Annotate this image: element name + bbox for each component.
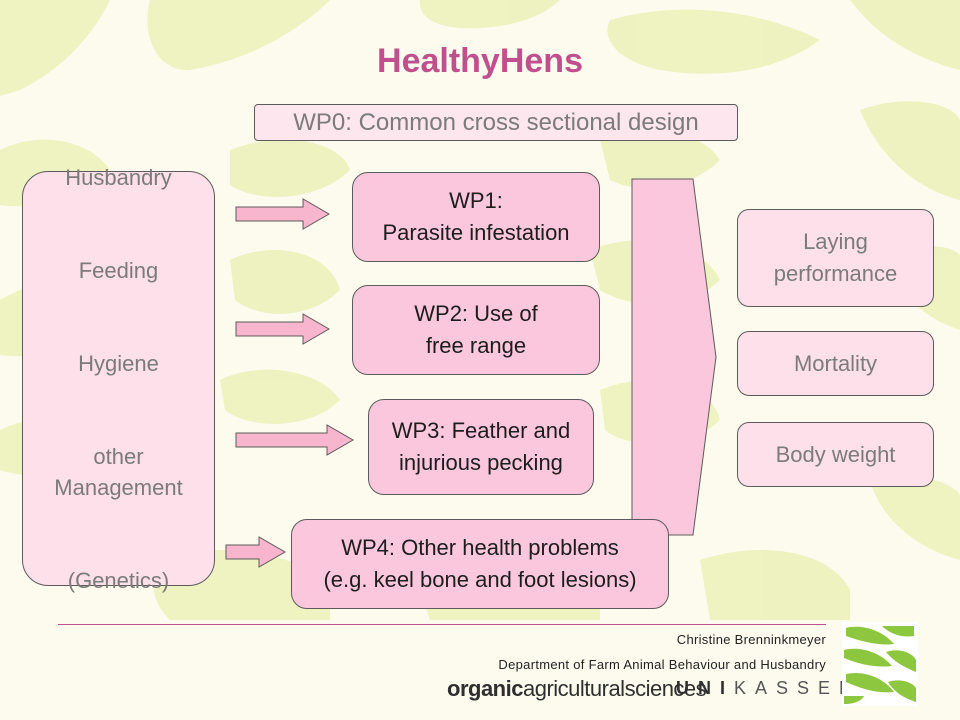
university-logo-icon bbox=[842, 622, 918, 706]
outcome-laying-performance: Laying performance bbox=[737, 209, 934, 307]
factor-husbandry: Husbandry bbox=[65, 164, 172, 190]
footer-divider bbox=[58, 624, 826, 625]
brand-organic: organic bbox=[447, 676, 523, 701]
converging-arrow bbox=[631, 178, 717, 536]
outcome-mortality: Mortality bbox=[737, 331, 934, 396]
factors-list: Husbandry Feeding Hygiene other Manageme… bbox=[54, 131, 182, 627]
brand-agricultural-sciences: agriculturalsciences bbox=[522, 676, 707, 701]
arrow-to-wp2 bbox=[235, 313, 331, 345]
footer-author: Christine Brenninkmeyer bbox=[676, 632, 826, 647]
slide-title: HealthyHens bbox=[377, 42, 583, 80]
wp2-box: WP2: Use of free range bbox=[352, 285, 600, 375]
uni-kassel-wordmark: UNIKASSEL bbox=[676, 678, 858, 699]
arrow-to-wp1 bbox=[235, 198, 331, 230]
footer-department: Department of Farm Animal Behaviour and … bbox=[498, 657, 826, 672]
factor-hygiene: Hygiene bbox=[78, 350, 159, 376]
arrow-to-wp4 bbox=[225, 536, 287, 568]
wp0-design-box: WP0: Common cross sectional design bbox=[254, 104, 738, 141]
factors-box: Husbandry Feeding Hygiene other Manageme… bbox=[22, 165, 215, 593]
kassel-label: KASSEL bbox=[734, 678, 859, 698]
wp4-box: WP4: Other health problems (e.g. keel bo… bbox=[291, 519, 669, 609]
wp1-box: WP1: Parasite infestation bbox=[352, 172, 600, 262]
arrow-to-wp3 bbox=[235, 424, 355, 456]
factor-feeding: Feeding bbox=[78, 257, 159, 283]
outcome-body-weight: Body weight bbox=[737, 422, 934, 487]
factor-other-management: other Management bbox=[54, 443, 183, 500]
factor-genetics: (Genetics) bbox=[67, 567, 170, 593]
uni-label: UNI bbox=[676, 678, 734, 698]
wp3-box: WP3: Feather and injurious pecking bbox=[368, 399, 594, 495]
brand-wordmark: organicagriculturalsciences bbox=[447, 676, 707, 702]
